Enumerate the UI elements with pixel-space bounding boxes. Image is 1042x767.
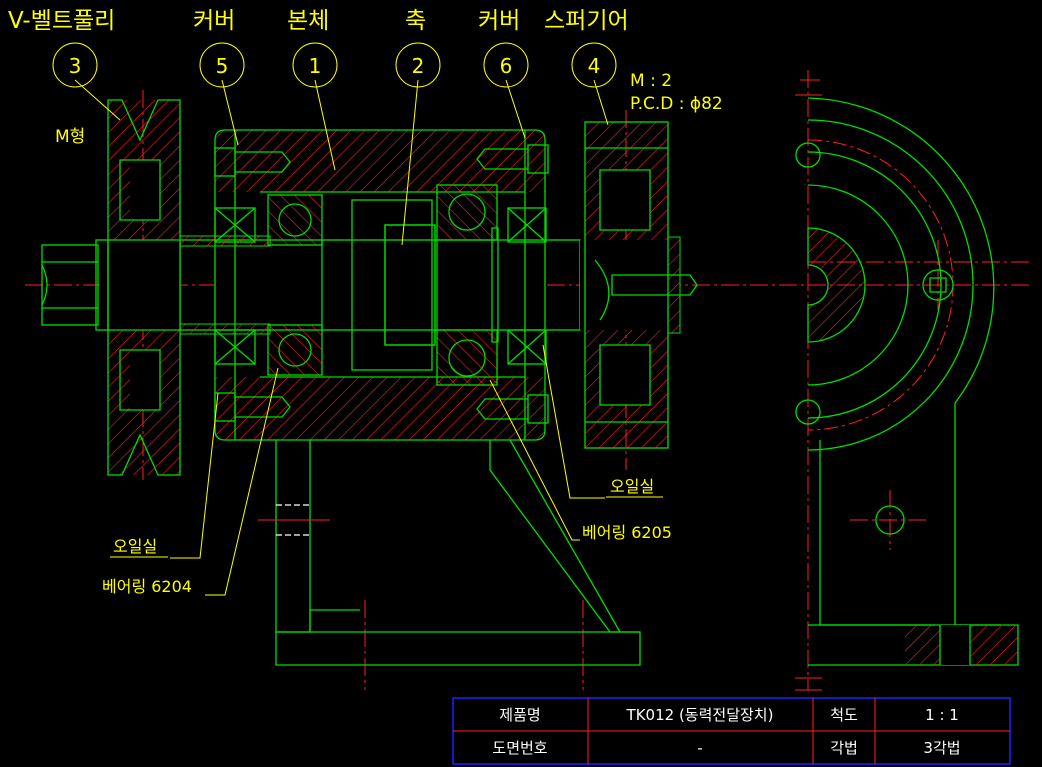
- label-oil-seal-right: 오일실: [610, 477, 654, 496]
- tb-projection-label: 각법: [830, 739, 858, 757]
- hex-nut: [41, 244, 99, 326]
- balloon-2: 2: [412, 54, 425, 78]
- bearing-6205: [436, 184, 498, 386]
- part-labels: V-벨트풀리 커버 본체 축 커버 스퍼기어 M형 M : 2 P.C.D : …: [8, 8, 723, 596]
- balloon-6: 6: [500, 54, 513, 78]
- label-bearing-6205: 베어링 6205: [582, 523, 672, 542]
- label-body: 본체: [287, 8, 329, 34]
- label-m-type: M형: [55, 127, 85, 147]
- tb-projection-value: 3각법: [923, 739, 960, 757]
- title-block: 제품명 TK012 (동력전달장치) 척도 1 : 1 도면번호 - 각법 3각…: [452, 697, 1011, 765]
- label-pcd: P.C.D : ϕ82: [630, 94, 723, 114]
- bearing-6204: [267, 194, 323, 376]
- balloon-4: 4: [588, 54, 601, 78]
- balloon-5: 5: [216, 54, 229, 78]
- tb-drawing-no-value: -: [697, 739, 702, 757]
- base-stand: [258, 439, 641, 666]
- label-spur-gear: 스퍼기어: [544, 8, 629, 34]
- tb-scale-label: 척도: [830, 706, 858, 724]
- balloons: 3 5 1 2 6 4: [52, 42, 617, 88]
- label-bearing-6204: 베어링 6204: [102, 577, 192, 596]
- side-view: [795, 79, 1019, 691]
- leader-lines: [74, 79, 609, 596]
- spur-gear: [580, 121, 698, 449]
- vbelt-pulley: [95, 99, 181, 476]
- tb-drawing-no-label: 도면번호: [492, 739, 547, 757]
- tb-product-name-value: TK012 (동력전달장치): [626, 706, 774, 724]
- label-vbelt-pulley: V-벨트풀리: [8, 8, 115, 34]
- balloon-1: 1: [309, 54, 322, 78]
- tb-product-name-label: 제품명: [499, 706, 540, 724]
- label-cover-right: 커버: [478, 8, 520, 34]
- label-shaft: 축: [405, 8, 426, 34]
- label-module: M : 2: [630, 71, 672, 91]
- label-oil-seal-left: 오일실: [113, 537, 157, 556]
- balloon-3: 3: [69, 54, 82, 78]
- tb-scale-value: 1 : 1: [925, 706, 959, 724]
- housing-body: [214, 129, 546, 441]
- label-cover-left: 커버: [193, 8, 235, 34]
